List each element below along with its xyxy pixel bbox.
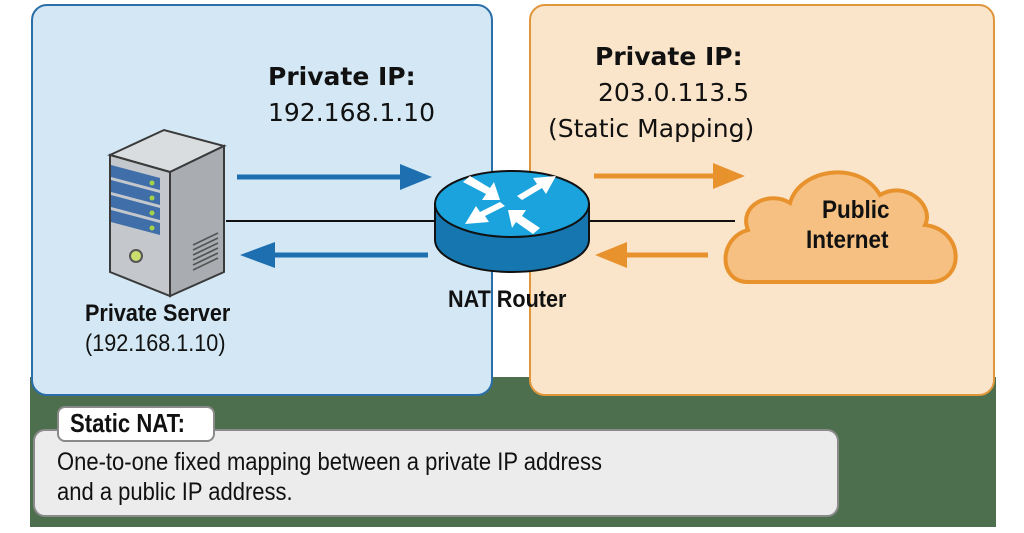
public-ip-value: 203.0.113.5: [598, 78, 750, 107]
inbound-arrow-public: [595, 242, 708, 268]
private-ip-heading: Private IP:: [268, 62, 416, 91]
router-arrows-icon: [463, 176, 556, 234]
cloud-icon: [723, 170, 958, 284]
outbound-arrow-public: [594, 163, 745, 189]
definition-box: [33, 429, 839, 517]
definition-line-2: and a public IP address.: [57, 478, 293, 506]
cloud-label-public: Public: [822, 196, 890, 224]
server-icon: [107, 128, 227, 298]
cloud-label-internet: Internet: [806, 226, 889, 254]
public-ip-heading: Private IP:: [595, 42, 743, 71]
definition-title: Static NAT:: [70, 408, 186, 438]
definition-line-1: One-to-one fixed mapping between a priva…: [57, 448, 603, 476]
server-label: Private Server: [85, 300, 231, 327]
router-icon: [434, 170, 590, 273]
inbound-arrow-private: [240, 242, 428, 268]
private-ip-value: 192.168.1.10: [268, 98, 435, 127]
outbound-arrow-private: [237, 164, 432, 190]
router-label: NAT Router: [448, 286, 567, 313]
static-mapping-note: (Static Mapping): [548, 114, 755, 143]
private-network-panel: [31, 4, 493, 396]
definition-title-tab: [57, 406, 215, 442]
server-ip-label: (192.168.1.10): [85, 330, 226, 357]
